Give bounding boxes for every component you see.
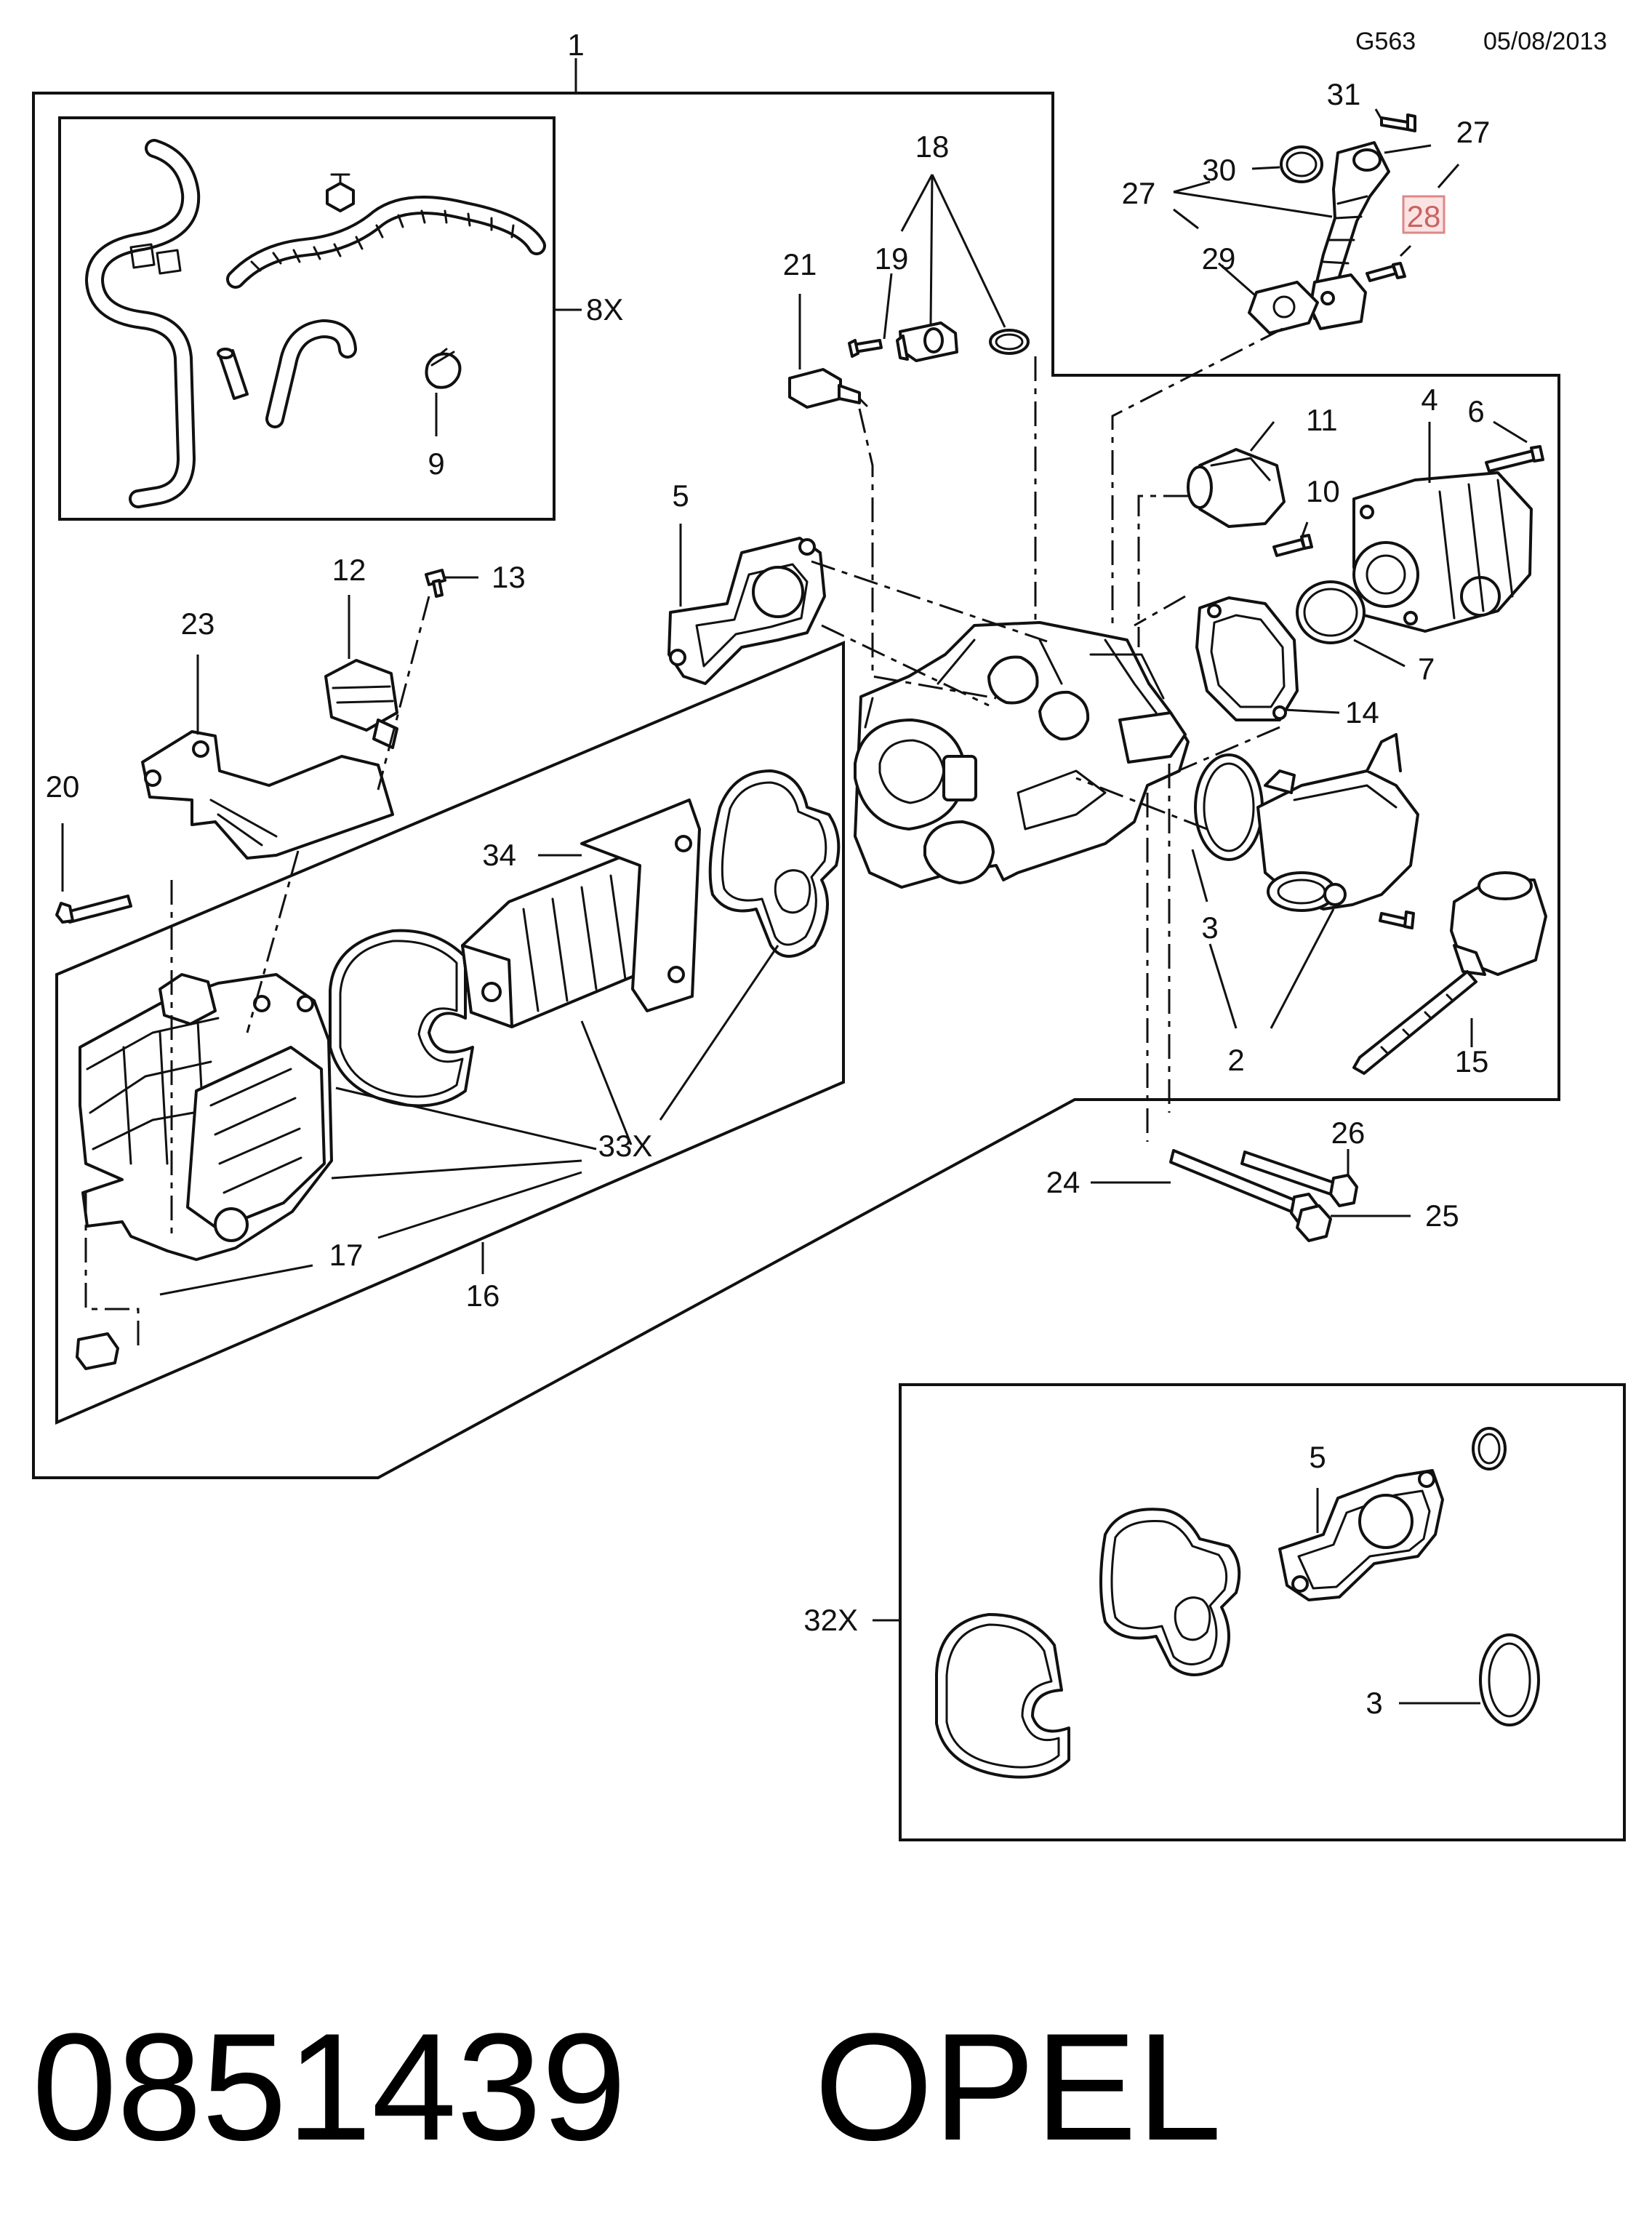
- egr-pipe-28: [1309, 141, 1390, 330]
- screw-2a: [1379, 911, 1415, 929]
- hose-kit-frame: [58, 116, 556, 521]
- callout-10: 10: [1306, 474, 1340, 508]
- nut-25: [1296, 1204, 1332, 1242]
- actuator-15: [1352, 871, 1547, 1075]
- screw-19: [848, 339, 883, 358]
- callout-1: 1: [567, 28, 584, 62]
- callout-24: 24: [1046, 1165, 1080, 1199]
- bracket-23: [141, 730, 394, 860]
- callout-29: 29: [1202, 241, 1236, 276]
- bolt-26: [1240, 1150, 1358, 1207]
- screw-31: [1380, 113, 1416, 132]
- callout-3-kit: 3: [1366, 1686, 1382, 1720]
- callout-28: 28: [1407, 199, 1441, 233]
- callout-25: 25: [1425, 1198, 1459, 1233]
- gasket-33x-b: [708, 769, 841, 958]
- sensor-11: [1187, 448, 1286, 528]
- callout-30: 30: [1202, 153, 1236, 187]
- callout-3-main: 3: [1201, 911, 1218, 945]
- o-ring-3-main: [1194, 753, 1264, 861]
- callout-19: 19: [875, 241, 909, 276]
- callout-6: 6: [1467, 394, 1484, 428]
- egr-cooler-34: [461, 799, 701, 1028]
- callout-13: 13: [492, 560, 526, 594]
- gasket-29: [1248, 281, 1319, 335]
- callout-33x: 33X: [598, 1129, 653, 1163]
- clip: [76, 1332, 119, 1370]
- callout-26: 26: [1331, 1116, 1366, 1150]
- callout-16: 16: [466, 1278, 500, 1313]
- callout-15: 15: [1455, 1044, 1489, 1079]
- assembly-1-frame: [32, 92, 1560, 1479]
- sensor-12: [324, 659, 398, 749]
- pipe-union-18: [896, 321, 958, 362]
- sensor-21: [788, 368, 868, 409]
- callout-32x: 32X: [803, 1603, 858, 1637]
- callout-14: 14: [1345, 695, 1379, 729]
- gasket-14: [1195, 596, 1299, 721]
- part-number: 0851439: [32, 2001, 627, 2172]
- callout-4: 4: [1421, 383, 1438, 417]
- egr-housing-17: [79, 973, 333, 1261]
- callout-31: 31: [1327, 77, 1361, 111]
- callout-5-kit: 5: [1309, 1440, 1326, 1474]
- diagram-code: G563: [1355, 28, 1416, 55]
- callout-17: 17: [329, 1238, 364, 1272]
- callout-20: 20: [46, 769, 80, 804]
- gasket-kit-frame: [899, 1383, 1626, 1841]
- screw-13: [425, 569, 446, 598]
- callout-28-highlight: [1402, 195, 1446, 234]
- callout-8x: 8X: [586, 292, 623, 327]
- callout-23: 23: [181, 607, 215, 641]
- diagram-date: 05/08/2013: [1483, 28, 1607, 55]
- screw-6: [1485, 445, 1544, 473]
- egr-actuator-4: [1352, 471, 1533, 633]
- callout-21: 21: [783, 247, 817, 281]
- cooler-assembly-frame: [55, 640, 845, 1425]
- callout-27-left: 27: [1122, 176, 1156, 210]
- callout-34: 34: [482, 838, 516, 872]
- callout-9: 9: [428, 447, 444, 481]
- screw-27-lower: [1366, 262, 1406, 282]
- callout-18: 18: [915, 129, 950, 164]
- callout-11: 11: [1306, 403, 1338, 437]
- o-ring-7: [1296, 580, 1366, 644]
- kit-gasket-a: [935, 1613, 1070, 1779]
- egr-valve-body: [854, 621, 1190, 889]
- callout-5-main: 5: [672, 479, 689, 513]
- callout-7: 7: [1418, 652, 1435, 686]
- callout-12: 12: [332, 553, 366, 587]
- thermostat-housing-2: [1256, 733, 1419, 912]
- brand-name: OPEL: [814, 2001, 1222, 2172]
- callout-27-right: 27: [1456, 115, 1491, 149]
- bolt-20: [55, 895, 132, 924]
- screw-10: [1272, 534, 1313, 557]
- kit-o-ring-3: [1479, 1633, 1540, 1726]
- callout-2: 2: [1227, 1043, 1244, 1077]
- hose-kit-parts: [85, 139, 546, 508]
